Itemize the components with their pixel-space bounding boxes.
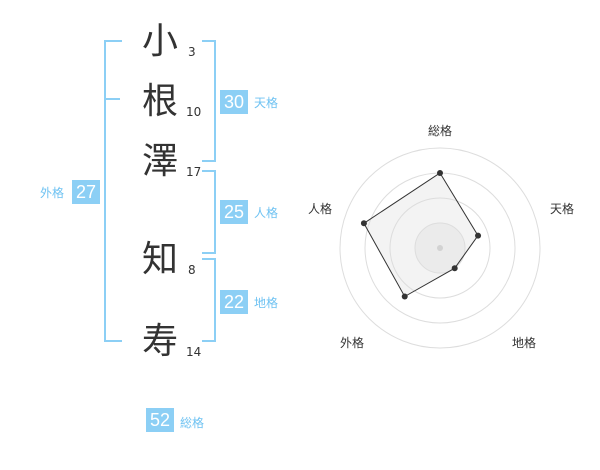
surname-char-3: 澤	[141, 141, 178, 182]
chikaku-label: 地格	[254, 296, 279, 310]
radar-axis-label-tenkaku: 天格	[550, 202, 575, 216]
gaikaku-value: 27	[72, 180, 100, 204]
radar-point-4	[401, 293, 408, 300]
given-char-1: 知	[141, 239, 178, 280]
jinkaku-value: 25	[220, 200, 248, 224]
radar-value-polygon	[363, 172, 479, 298]
surname-char-2-strokes: 10	[186, 105, 202, 119]
surname-char-1: 小	[141, 21, 178, 62]
given-char-2: 寿	[141, 321, 178, 362]
radar-point-5	[360, 220, 367, 227]
radar-axis-label-soukaku: 総格	[428, 124, 453, 138]
surname-char-3-strokes: 17	[186, 165, 202, 179]
radar-axis-label-jinkaku: 人格	[308, 202, 333, 216]
radar-axis-label-chikaku: 地格	[512, 336, 537, 350]
soukaku-label: 総格	[180, 416, 205, 430]
jinkaku-label: 人格	[254, 206, 279, 220]
given-char-1-strokes: 8	[188, 263, 196, 277]
given-char-2-strokes: 14	[186, 345, 202, 359]
radar-point-2	[475, 232, 482, 239]
gaikaku-label: 外格	[40, 186, 65, 200]
tenkaku-label: 天格	[254, 96, 279, 110]
radar-axis-label-gaikaku: 外格	[340, 336, 365, 350]
chikaku-bracket	[202, 258, 216, 342]
gaikaku-bracket-tick	[104, 98, 120, 100]
tenkaku-bracket	[202, 40, 216, 162]
soukaku-value: 52	[146, 408, 174, 432]
jinkaku-bracket	[202, 170, 216, 254]
radar-point-3	[451, 265, 458, 272]
radar-center	[437, 245, 443, 251]
radar-point-1	[437, 170, 443, 176]
surname-char-2: 根	[141, 81, 178, 122]
surname-char-1-strokes: 3	[188, 45, 196, 59]
tenkaku-value: 30	[220, 90, 248, 114]
chikaku-value: 22	[220, 290, 248, 314]
gaikaku-bracket	[104, 40, 122, 342]
